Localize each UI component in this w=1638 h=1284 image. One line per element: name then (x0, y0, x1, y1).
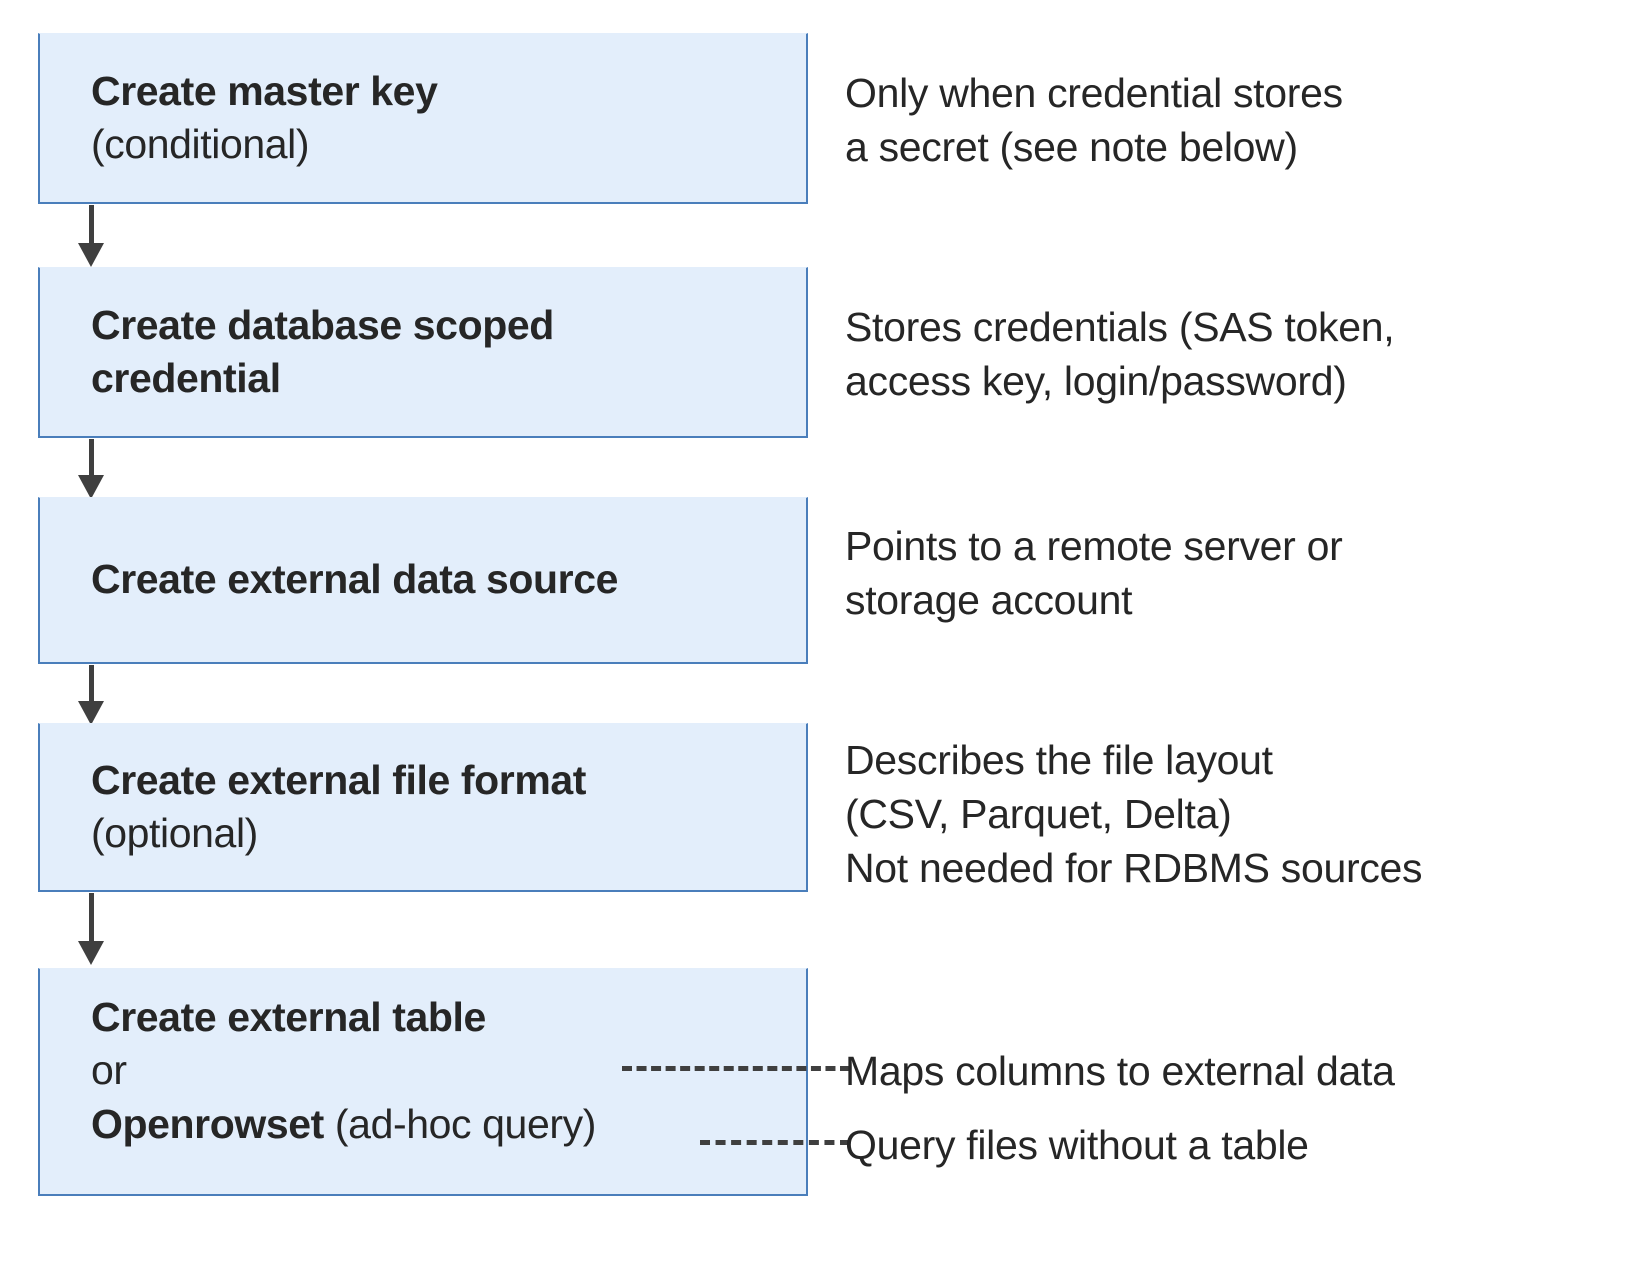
step-title: Create external file format (91, 756, 587, 803)
step-title-alt-qualifier: (ad-hoc query) (323, 1100, 596, 1147)
note-line: Stores credentials (SAS token, (845, 304, 1395, 350)
arrow-down-icon-1 (78, 205, 104, 267)
arrow-down-icon-3 (78, 665, 104, 725)
note-line: Maps columns to external data (845, 1048, 1395, 1094)
note-line: Not needed for RDBMS sources (845, 845, 1423, 892)
step-box-create-master-key[interactable]: Create master key (conditional) (38, 33, 808, 204)
step-title: Create database scoped (91, 301, 554, 348)
step-box-create-external-table-or-openrowset[interactable]: Create external table or Openrowset (ad-… (38, 968, 808, 1196)
arrow-down-icon-2 (78, 439, 104, 499)
note-line: storage account (845, 577, 1133, 624)
step-subtitle: (conditional) (91, 121, 310, 167)
step-title: Create master key (91, 67, 438, 114)
step-label-group: Create external table or Openrowset (ad-… (40, 969, 806, 1151)
dashed-connector-external-table (622, 1066, 850, 1071)
note-line: access key, login/password) (845, 358, 1347, 405)
note-create-external-file-format: Describes the file layout (CSV, Parquet,… (845, 733, 1423, 895)
step-title: Create external data source (91, 556, 619, 603)
step-label-group: Create external data source (40, 553, 806, 606)
step-title-alt-bold: Openrowset (91, 1100, 324, 1147)
note-create-external-table: Maps columns to external data (845, 1044, 1395, 1098)
dashed-connector-openrowset (700, 1140, 850, 1145)
step-title: Create external table (91, 994, 486, 1040)
step-title-cont: credential (91, 355, 281, 401)
step-label-group: Create database scoped credential (40, 299, 806, 406)
note-line: Points to a remote server or (845, 523, 1343, 569)
note-line: Describes the file layout (845, 737, 1273, 783)
step-subtitle: (optional) (91, 810, 258, 856)
note-create-master-key: Only when credential stores a secret (se… (845, 66, 1343, 174)
note-create-database-scoped-credential: Stores credentials (SAS token, access ke… (845, 300, 1395, 408)
note-line: a secret (see note below) (845, 124, 1298, 171)
note-create-external-data-source: Points to a remote server or storage acc… (845, 519, 1343, 627)
step-box-create-external-file-format[interactable]: Create external file format (optional) (38, 723, 808, 892)
note-line: (CSV, Parquet, Delta) (845, 791, 1232, 838)
arrow-down-icon-4 (78, 893, 104, 967)
step-or-separator: or (91, 1047, 127, 1094)
note-line: Only when credential stores (845, 70, 1343, 116)
step-box-create-database-scoped-credential[interactable]: Create database scoped credential (38, 267, 808, 438)
note-line: Query files without a table (845, 1122, 1309, 1168)
step-label-group: Create external file format (optional) (40, 754, 806, 861)
step-box-create-external-data-source[interactable]: Create external data source (38, 497, 808, 664)
step-label-group: Create master key (conditional) (40, 65, 806, 172)
step-title-alt: Openrowset (ad-hoc query) (91, 1098, 794, 1151)
note-openrowset: Query files without a table (845, 1118, 1309, 1172)
